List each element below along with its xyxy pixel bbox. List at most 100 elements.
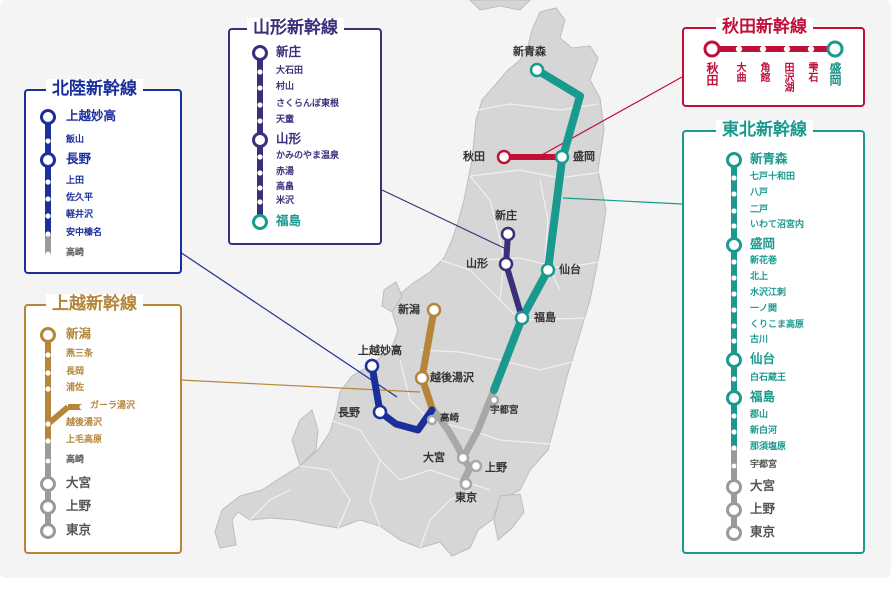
sado-island xyxy=(381,281,403,313)
joetsu-station-label: 東京 xyxy=(66,522,92,538)
joetsu-stop-2 xyxy=(45,370,51,376)
tohoku-title: 東北新幹線 xyxy=(716,120,813,140)
yamagata-station-label: さくらんぼ東根 xyxy=(276,99,340,110)
akita-title: 秋田新幹線 xyxy=(716,17,813,37)
yamagata-stop-4 xyxy=(257,118,263,124)
map-label-omiya: 大宮 xyxy=(423,451,445,464)
hokuriku-stop-7 xyxy=(45,251,51,257)
map-label-takasaki: 高崎 xyxy=(440,413,460,424)
tohoku-stop-18 xyxy=(731,463,737,469)
akita-stop-morioka xyxy=(826,40,844,58)
yamagata-stop-5 xyxy=(252,132,268,148)
tohoku-station-label: 東京 xyxy=(750,524,776,540)
tohoku-stop-1 xyxy=(731,175,737,181)
tohoku-station-label: 新白河 xyxy=(750,426,778,437)
map-dot-fukushima xyxy=(514,310,530,326)
akita-label-morioka: 盛岡 xyxy=(828,62,842,86)
joetsu-stop-5 xyxy=(45,421,51,427)
tohoku-station-label: 二戸 xyxy=(750,205,769,216)
joetsu-stop-4 xyxy=(79,404,85,410)
map-dot-utsunomiya xyxy=(488,394,500,406)
joetsu-station-label: 越後湯沢 xyxy=(66,418,103,429)
map-label-niigata: 新潟 xyxy=(398,303,420,316)
tohoku-station-label: 古川 xyxy=(750,335,769,346)
yamagata-stop-3 xyxy=(257,102,263,108)
tohoku-stop-4 xyxy=(731,223,737,229)
hokuriku-stop-0 xyxy=(40,109,56,125)
akita-label-shizukuishi: 雫石 xyxy=(806,62,817,82)
tohoku-stop-13 xyxy=(731,376,737,382)
joetsu-station-label: 長岡 xyxy=(66,367,85,378)
joetsu-line-diagram xyxy=(40,327,85,539)
map-dot-takasaki xyxy=(426,414,438,426)
joetsu-station-label: 高崎 xyxy=(66,455,85,466)
map-label-akita: 秋田 xyxy=(463,150,485,163)
map-dot-shinjo xyxy=(500,226,516,242)
tohoku-panel xyxy=(682,130,865,554)
map-dot-tokyo xyxy=(459,477,473,491)
map-label-nagano: 長野 xyxy=(338,406,360,419)
tohoku-stop-7 xyxy=(731,275,737,281)
hokuriku-station-label: 上田 xyxy=(66,176,85,187)
tohoku-stop-9 xyxy=(731,307,737,313)
map-dot-omiya xyxy=(456,451,470,465)
tohoku-station-label: 七戸十和田 xyxy=(750,172,796,183)
yamagata-station-label: 高畠 xyxy=(276,182,295,193)
tohoku-station-label: 盛岡 xyxy=(750,236,776,252)
hokuriku-stop-4 xyxy=(45,196,51,202)
tohoku-station-label: くりこま高原 xyxy=(750,320,805,331)
joetsu-stop-8 xyxy=(40,476,56,492)
tohoku-stop-15 xyxy=(731,413,737,419)
tohoku-stop-17 xyxy=(731,445,737,451)
akita-stop-kakunodate xyxy=(759,45,767,53)
yamagata-station-label: 村山 xyxy=(276,82,295,93)
yamagata-stop-7 xyxy=(257,170,263,176)
akita-label-akita: 秋田 xyxy=(705,62,719,86)
map-label-ueno: 上野 xyxy=(485,461,507,474)
tohoku-stop-3 xyxy=(731,208,737,214)
hokuriku-station-label: 飯山 xyxy=(66,135,85,146)
joetsu-title: 上越新幹線 xyxy=(46,294,143,314)
tohoku-stop-5 xyxy=(726,237,742,253)
tohoku-station-label: 郡山 xyxy=(750,410,769,421)
map-label-sendai: 仙台 xyxy=(559,263,581,276)
yamagata-leader-line xyxy=(381,189,505,249)
map-dot-niigata xyxy=(426,302,442,318)
joetsu-stop-6 xyxy=(45,438,51,444)
yamagata-station-label: 大石田 xyxy=(276,66,304,77)
joetsu-branch-line xyxy=(46,404,70,427)
tohoku-station-label: 新青森 xyxy=(750,151,788,167)
map-dot-morioka xyxy=(554,149,570,165)
hokuriku-station-label: 安中榛名 xyxy=(66,228,103,239)
joetsu-stop-0 xyxy=(40,327,56,343)
akita-line-diagram xyxy=(703,40,844,58)
joetsu-station-label: 上野 xyxy=(66,498,92,514)
tohoku-stop-12 xyxy=(726,352,742,368)
tohoku-stop-16 xyxy=(731,429,737,435)
tohoku-stop-10 xyxy=(731,323,737,329)
hokuriku-station-label: 上越妙高 xyxy=(66,108,117,124)
hokuriku-leader-line xyxy=(179,251,398,398)
joetsu-stop-7 xyxy=(45,458,51,464)
map-label-utsunomiya: 宇都宮 xyxy=(490,405,519,416)
tohoku-stop-20 xyxy=(726,502,742,518)
hokuriku-line-diagram xyxy=(40,109,56,257)
yamagata-station-label: 新庄 xyxy=(276,44,302,60)
map-label-shinjo: 新庄 xyxy=(495,209,517,222)
tohoku-stop-6 xyxy=(731,259,737,265)
map-dot-akita xyxy=(496,149,512,165)
tohoku-station-label: 八戸 xyxy=(750,188,769,199)
yamagata-line-diagram xyxy=(252,45,268,230)
route-common-utsunomiya xyxy=(459,386,498,462)
route-hokuriku xyxy=(368,362,436,434)
yamagata-stop-2 xyxy=(257,85,263,91)
joetsu-station-label: 浦佐 xyxy=(66,383,85,394)
yamagata-stop-10 xyxy=(252,214,268,230)
yamagata-stop-9 xyxy=(257,199,263,205)
map-dot-yamagata xyxy=(498,256,514,272)
hokuriku-stop-6 xyxy=(45,231,51,237)
tohoku-station-label: 新花巻 xyxy=(750,256,778,267)
tohoku-stop-19 xyxy=(726,479,742,495)
map-dot-shin-aomori xyxy=(529,62,545,78)
